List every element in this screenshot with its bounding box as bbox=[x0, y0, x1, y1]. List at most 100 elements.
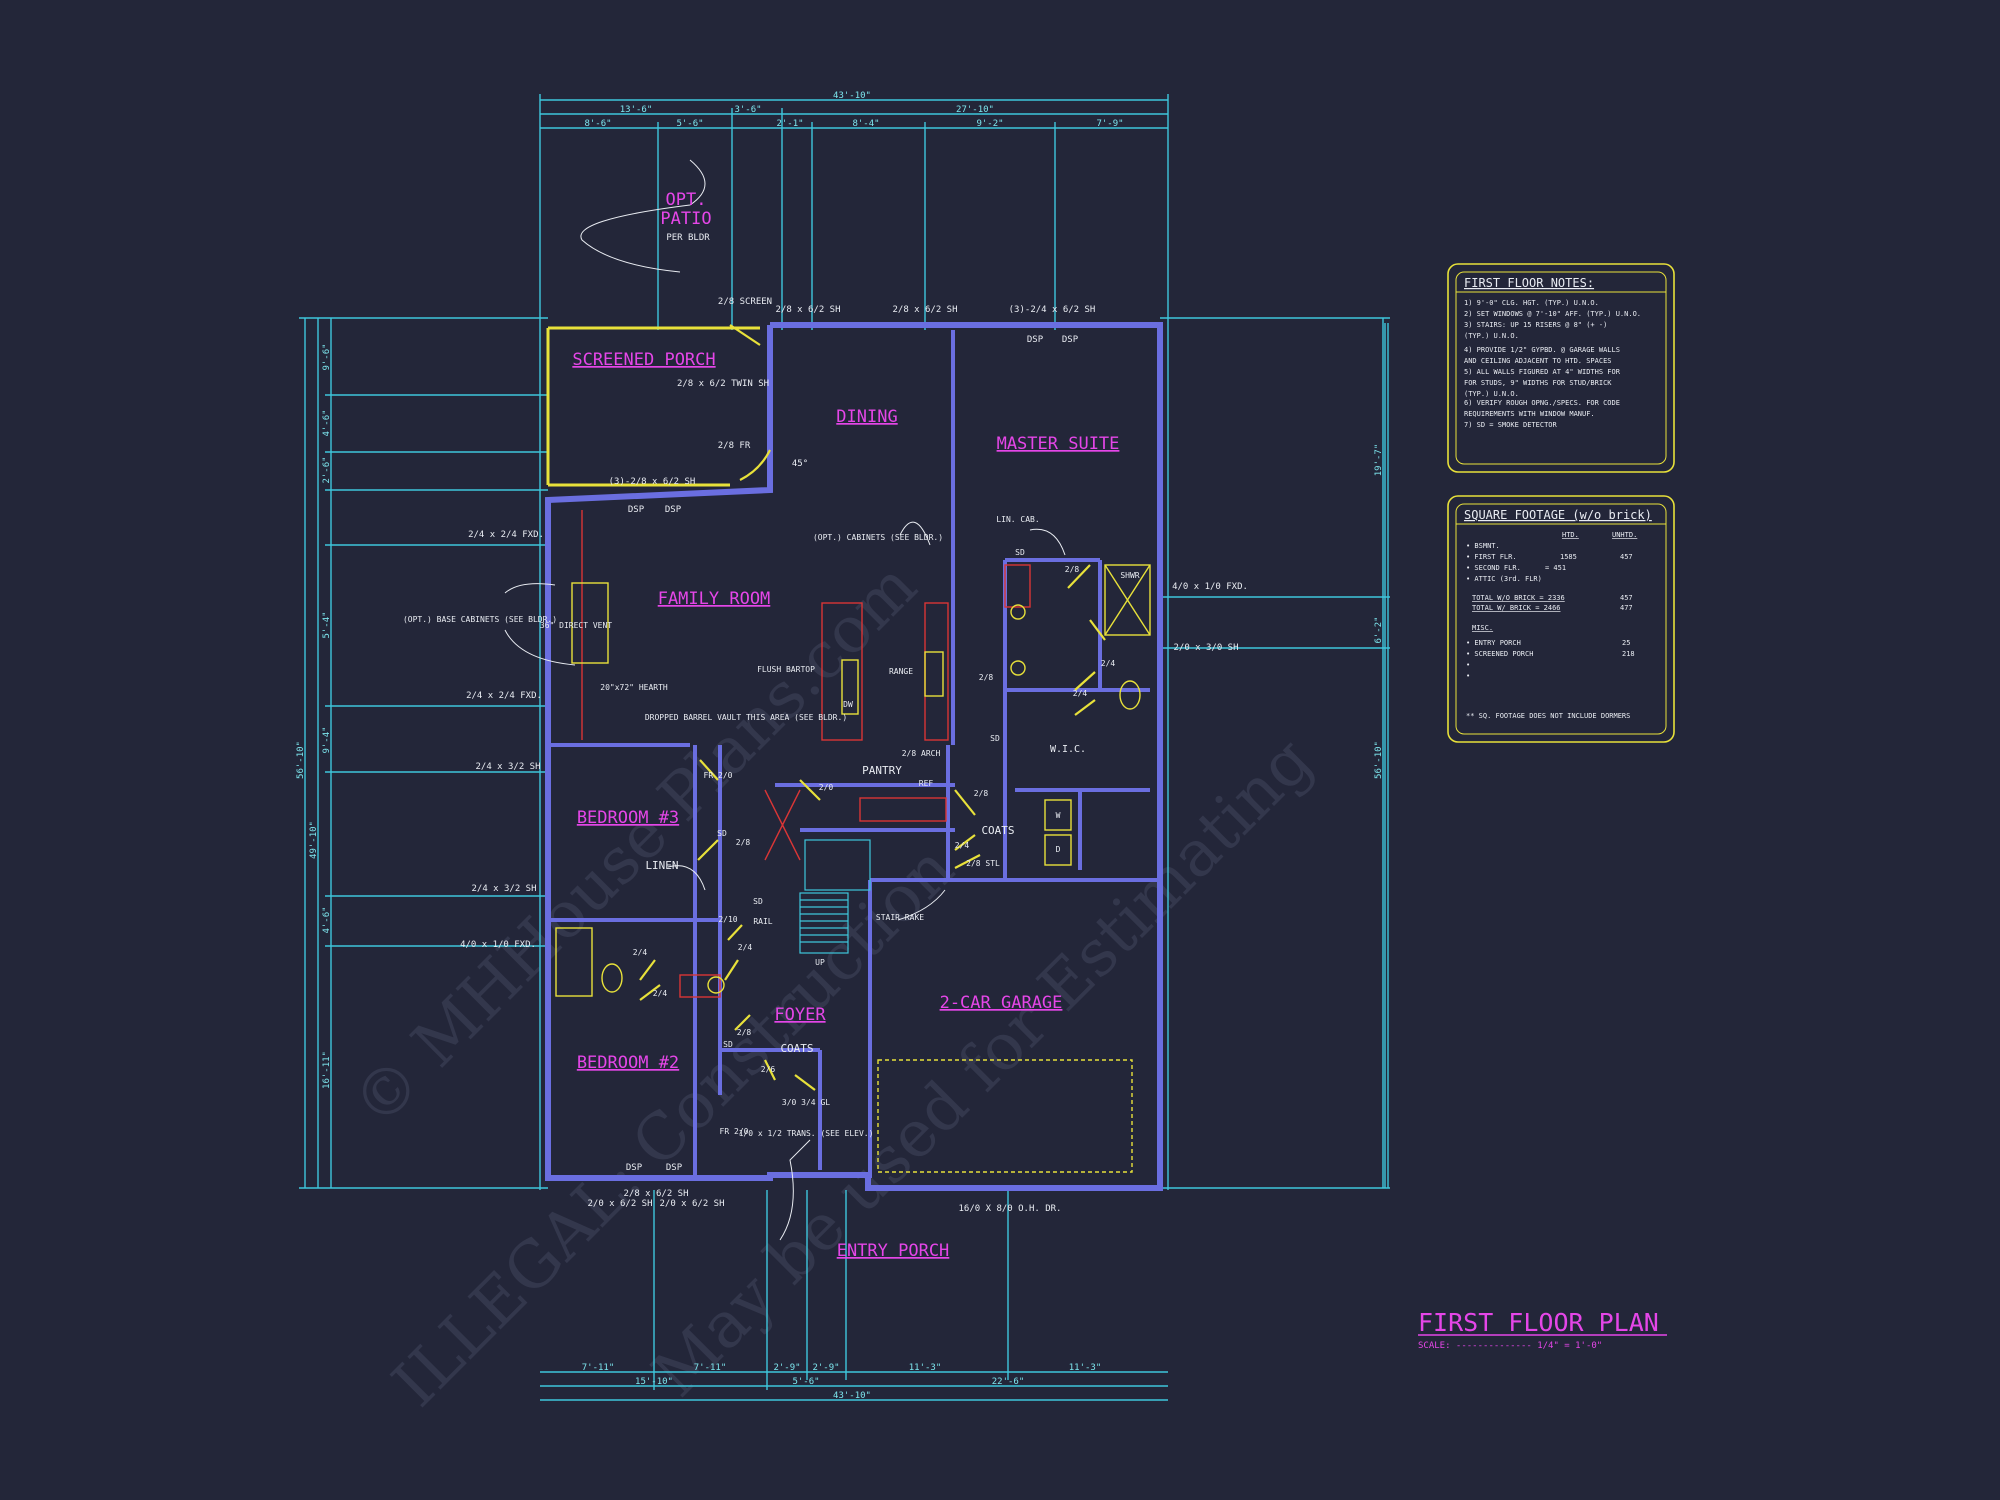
annotations: (OPT.) BASE CABINETS (SEE BLDR.) 36" DIR… bbox=[403, 515, 1140, 1138]
door-bath-24b: 2/4 bbox=[653, 989, 668, 998]
note-fr20: FR 2/0 bbox=[704, 771, 733, 780]
interior-walls bbox=[548, 330, 1160, 1178]
note-pantry: PANTRY bbox=[862, 764, 902, 777]
dim-top-overall: 43'-10" bbox=[833, 91, 871, 101]
win-dsp-6: DSP bbox=[666, 1163, 683, 1173]
dim-bottom-r1-3: 2'-9" bbox=[773, 1363, 800, 1373]
screened-porch-label: SCREENED PORCH bbox=[572, 350, 715, 370]
door-master-24b: 2/4 bbox=[1073, 689, 1088, 698]
win-bed2-sh1: 2/0 x 6/2 SH bbox=[587, 1199, 652, 1209]
note-up: UP bbox=[815, 958, 825, 967]
per-bldr-label: PER BLDR bbox=[666, 233, 710, 243]
opt-patio-label-2: PATIO bbox=[660, 209, 711, 229]
dim-right-seg-2: 6'-2" bbox=[1374, 616, 1384, 643]
room-labels: OPT. PATIO SCREENED PORCH DINING MASTER … bbox=[572, 190, 1119, 1261]
master-suite-label: MASTER SUITE bbox=[997, 434, 1120, 454]
sqft-title: SQUARE FOOTAGE (w/o brick) bbox=[1464, 508, 1652, 522]
win-sh24b: 2/4 x 3/2 SH bbox=[471, 884, 536, 894]
note-dropped: DROPPED BARREL VAULT THIS AREA (SEE BLDR… bbox=[645, 713, 847, 722]
sqft-row-9-label: • SCREENED PORCH bbox=[1466, 650, 1533, 658]
note-line-7: 5) ALL WALLS FIGURED AT 4" WIDTHS FOR bbox=[1464, 368, 1621, 376]
window-labels: 2/8 SCREEN 2/8 x 6/2 SH 2/8 x 6/2 SH (3)… bbox=[460, 297, 1248, 1214]
door-pantry-20: 2/0 bbox=[819, 783, 834, 792]
sqft-row-12-label: ** SQ. FOOTAGE DOES NOT INCLUDE DORMERS bbox=[1466, 712, 1630, 720]
dim-left-seg-5: 9'-4" bbox=[322, 726, 332, 753]
dim-left-seg-7: 16'-11" bbox=[322, 1051, 332, 1089]
drawing-title-block: FIRST FLOOR PLAN SCALE: -------------- 1… bbox=[1418, 1308, 1667, 1351]
dim-top-r3-6: 7'-9" bbox=[1096, 119, 1123, 129]
win-sh-1: 2/8 x 6/2 SH bbox=[775, 305, 840, 315]
win-dsp-1: DSP bbox=[1027, 335, 1044, 345]
sqft-row-10-label: • bbox=[1466, 661, 1470, 669]
dim-bottom-r2-3: 22'-6" bbox=[992, 1377, 1025, 1387]
dim-left-seg-1: 9'-6" bbox=[322, 343, 332, 370]
dim-left-mid: 49'-10" bbox=[309, 821, 319, 859]
fixtures bbox=[555, 564, 1151, 997]
sqft-row-2-unhtd: 457 bbox=[1620, 553, 1633, 561]
note-line-10: 6) VERIFY ROUGH OPNG./SPECS. FOR CODE bbox=[1464, 399, 1620, 407]
note-line-12: 7) SD = SMOKE DETECTOR bbox=[1464, 421, 1558, 429]
dim-bottom-overall: 43'-10" bbox=[833, 1391, 871, 1401]
win-bed2-sh3: 2/0 x 6/2 SH bbox=[659, 1199, 724, 1209]
dim-bottom-r1-2: 7'-11" bbox=[694, 1363, 727, 1373]
door-foyer-26: 2/6 bbox=[761, 1065, 776, 1074]
notes-title: FIRST FLOOR NOTES: bbox=[1464, 276, 1594, 290]
win-fam-sh: (3)-2/8 x 6/2 SH bbox=[609, 477, 696, 487]
drawing-scale: SCALE: -------------- 1/4" = 1'-0" bbox=[1418, 1341, 1602, 1351]
sqft-row-6-unhtd: 477 bbox=[1620, 604, 1633, 612]
note-ref: REF bbox=[919, 779, 934, 788]
sqft-row-5-unhtd: 457 bbox=[1620, 594, 1633, 602]
note-linen: LINEN bbox=[645, 859, 678, 872]
note-stair-rake: STAIR RAKE bbox=[876, 913, 924, 922]
sqft-row-7-label: MISC. bbox=[1472, 624, 1493, 632]
dim-left-seg-3: 2'-6" bbox=[322, 456, 332, 483]
door-bed3-28: 2/8 bbox=[736, 838, 751, 847]
win-fxd-2: 2/4 x 2/4 FXD. bbox=[466, 691, 542, 701]
door-kitchen-28: 2/8 bbox=[979, 673, 994, 682]
note-flush-bartop: FLUSH BARTOP bbox=[757, 665, 815, 674]
garage-label: 2-CAR GARAGE bbox=[940, 993, 1063, 1013]
watermark: © MHHouse Plans.com ILLEGAL: Constructio… bbox=[339, 549, 1327, 1421]
dim-top-r3-4: 8'-4" bbox=[852, 119, 879, 129]
sqft-col-unhtd: UNHTD. bbox=[1612, 531, 1637, 539]
dim-top-r2-3: 27'-10" bbox=[956, 105, 994, 115]
garage-door-outline bbox=[877, 1059, 1133, 1173]
sqft-row-9-unhtd: 218 bbox=[1622, 650, 1635, 658]
note-sd-3: SD bbox=[723, 1040, 733, 1049]
sqft-row-3-htd: = 451 bbox=[1545, 564, 1566, 572]
sqft-row-2-htd: 1585 bbox=[1560, 553, 1577, 561]
note-opt-cabinets: (OPT.) BASE CABINETS (SEE BLDR.) bbox=[403, 615, 557, 624]
dimension-lines bbox=[299, 94, 1390, 1401]
dim-top-r3-2: 5'-6" bbox=[676, 119, 703, 129]
bedroom3-label: BEDROOM #3 bbox=[577, 808, 679, 828]
dim-right-overall: 56'-10" bbox=[1374, 741, 1384, 779]
note-line-1: 1) 9'-0" CLG. HGT. (TYP.) U.N.O. bbox=[1464, 299, 1599, 307]
note-sd-4: SD bbox=[1015, 548, 1025, 557]
door-stl: 2/8 STL bbox=[966, 859, 1000, 868]
door-master-28: 2/8 bbox=[1065, 565, 1080, 574]
entry-porch-label: ENTRY PORCH bbox=[837, 1241, 950, 1261]
dim-top-r2-1: 13'-6" bbox=[620, 105, 653, 115]
door-bed2-20: FR 2/0 bbox=[720, 1127, 749, 1136]
win-sh-2: 2/8 x 6/2 SH bbox=[892, 305, 957, 315]
win-fxd-1: 2/4 x 2/4 FXD. bbox=[468, 530, 544, 540]
family-room-label: FAMILY ROOM bbox=[658, 589, 771, 609]
note-line-9: (TYP.) U.N.O. bbox=[1464, 390, 1519, 398]
opt-patio-label-1: OPT. bbox=[666, 190, 707, 210]
dim-left-seg-4: 5'-4" bbox=[322, 611, 332, 638]
leader-lines bbox=[504, 159, 1066, 1241]
win-master-fxd: 4/0 x 1/0 FXD. bbox=[1172, 582, 1248, 592]
dim-top-r3-1: 8'-6" bbox=[584, 119, 611, 129]
sqft-row-6-label: TOTAL W/ BRICK = 2466 bbox=[1472, 604, 1561, 612]
door-bath-24a: 2/4 bbox=[633, 948, 648, 957]
bedroom2-label: BEDROOM #2 bbox=[577, 1053, 679, 1073]
note-shwr: SHWR bbox=[1120, 571, 1139, 580]
win-dsp-2: DSP bbox=[1062, 335, 1079, 345]
foyer-label: FOYER bbox=[774, 1005, 826, 1025]
dim-bottom-r1-6: 11'-3" bbox=[1069, 1363, 1102, 1373]
note-wic: W.I.C. bbox=[1050, 744, 1086, 755]
win-sh24: 2/4 x 3/2 SH bbox=[475, 762, 540, 772]
sqft-row-2-label: • FIRST FLR. bbox=[1466, 553, 1517, 561]
note-line-11: REQUIREMENTS WITH WINDOW MANUF. bbox=[1464, 410, 1595, 418]
garage-door-label: 16/0 X 8/0 O.H. DR. bbox=[959, 1204, 1062, 1214]
